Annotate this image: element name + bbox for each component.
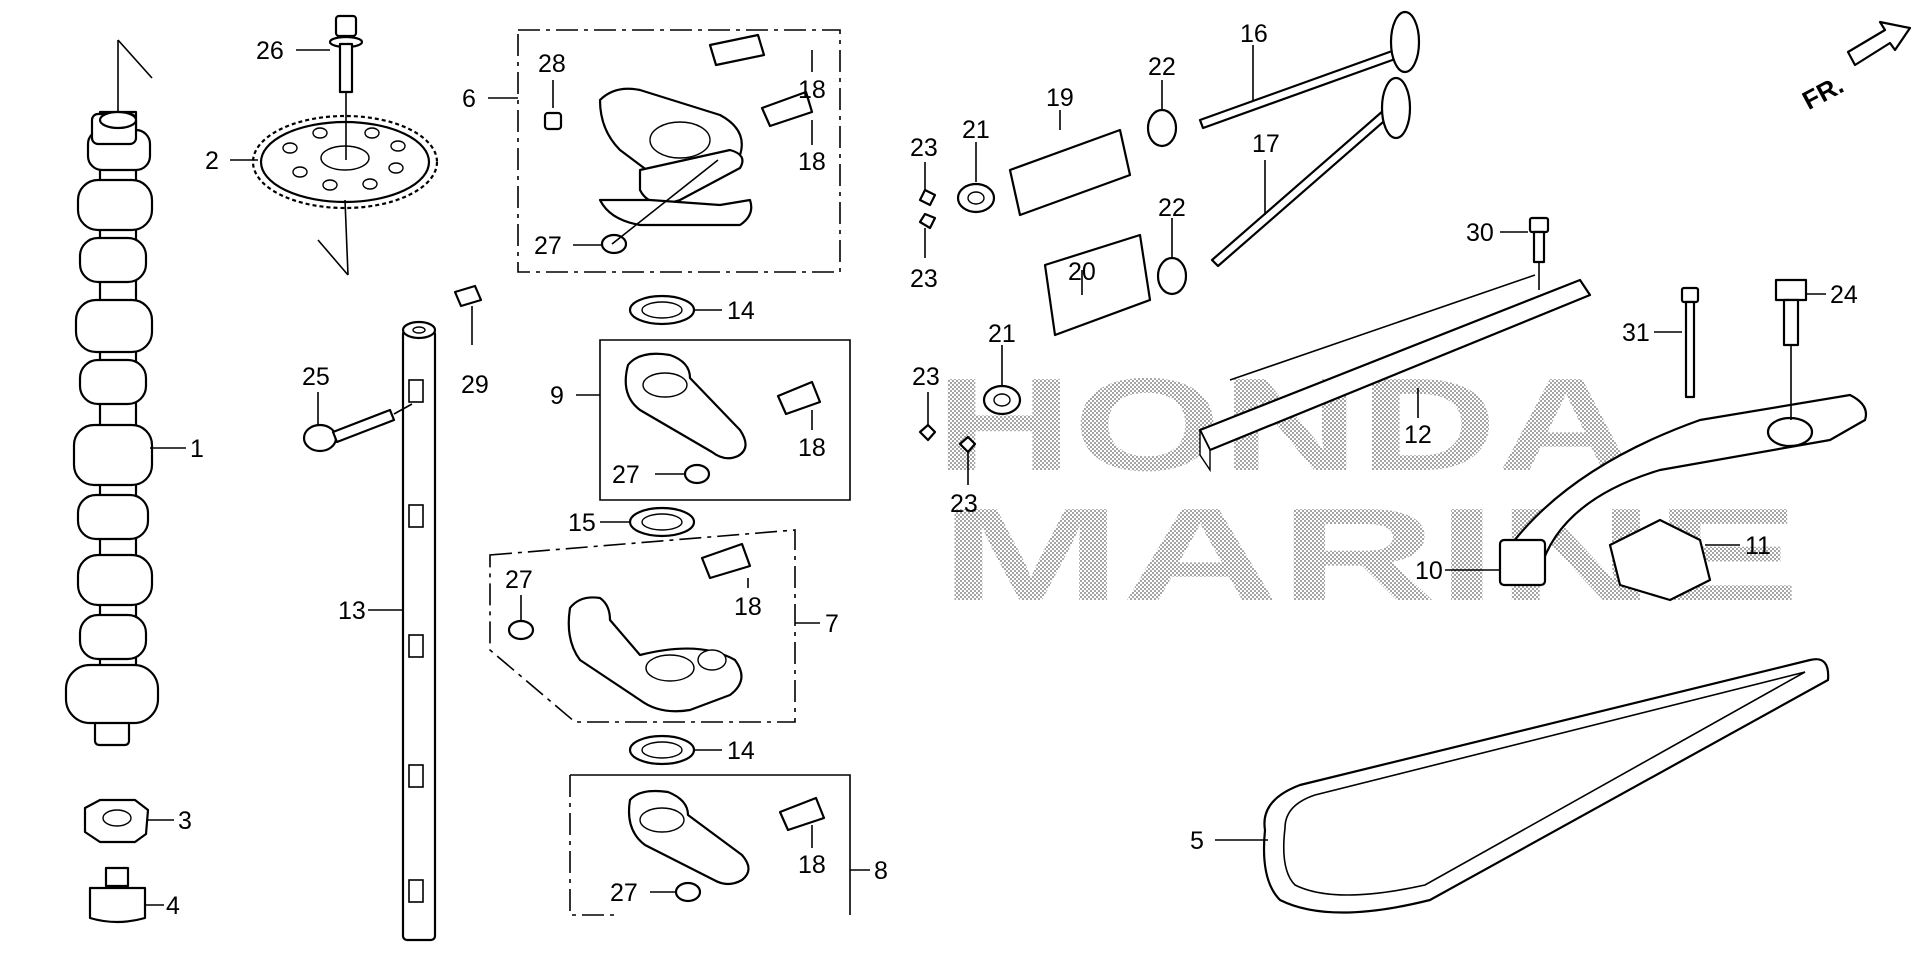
callout-18-a: 18 (798, 76, 826, 104)
callout-10: 10 (1415, 557, 1443, 585)
callout-7: 7 (825, 610, 839, 638)
callout-27-c: 27 (505, 566, 533, 594)
callout-3: 3 (178, 807, 192, 835)
callout-18-e: 18 (798, 851, 826, 879)
callout-26: 26 (256, 37, 284, 65)
callout-27-a: 27 (534, 232, 562, 260)
watermark-line1: HONDA (935, 351, 1635, 498)
callout-14-upper: 14 (727, 297, 755, 325)
rocker-arm-assembly-9 (599, 339, 851, 501)
sprocket-bolt (328, 14, 364, 160)
callout-12: 12 (1404, 421, 1432, 449)
front-direction-label: FR. (1797, 69, 1848, 115)
callout-11: 11 (1745, 532, 1771, 560)
chain-guide (1198, 216, 1592, 473)
callout-18-c: 18 (798, 434, 826, 462)
callout-23-d: 23 (950, 490, 978, 518)
callout-28: 28 (538, 50, 566, 78)
callout-6: 6 (462, 85, 476, 113)
callout-19: 19 (1046, 84, 1074, 112)
valve-train (918, 108, 1188, 454)
callout-18-d: 18 (734, 593, 762, 621)
callout-2: 2 (205, 147, 219, 175)
callout-18-b: 18 (798, 148, 826, 176)
callout-8: 8 (874, 857, 888, 885)
valves (1198, 10, 1421, 268)
callout-20: 20 (1068, 258, 1096, 286)
spacer-washers (628, 294, 696, 766)
callout-25: 25 (302, 363, 330, 391)
callout-27-b: 27 (612, 461, 640, 489)
timing-chain (1262, 658, 1830, 914)
rocker-arm-assembly-7 (489, 529, 796, 723)
callout-5: 5 (1190, 827, 1204, 855)
callouts: 1 2 3 4 5 6 7 8 9 10 11 12 13 14 14 15 1… (145, 20, 1858, 920)
callout-13: 13 (338, 597, 366, 625)
callout-23-b: 23 (910, 265, 938, 293)
front-direction-marker: FR. (1797, 20, 1912, 116)
callout-16: 16 (1240, 20, 1268, 48)
callout-27-d: 27 (610, 879, 638, 907)
callout-22-b: 22 (1158, 194, 1186, 222)
rocker-arm-assembly-6 (517, 29, 841, 273)
cam-sprocket (251, 114, 439, 276)
callout-17: 17 (1252, 130, 1280, 158)
callout-14-lower: 14 (727, 737, 755, 765)
shaft-bolt (302, 403, 413, 453)
callout-22-a: 22 (1148, 53, 1176, 81)
cam-end-plug (88, 866, 147, 924)
callout-1: 1 (190, 435, 204, 463)
chain-tensioner (1498, 278, 1868, 602)
callout-29: 29 (461, 371, 489, 399)
dowel-pin (453, 284, 483, 308)
rocker-shaft (401, 320, 437, 942)
callout-9: 9 (550, 382, 564, 410)
callout-23-c: 23 (912, 363, 940, 391)
callout-21-a: 21 (962, 116, 990, 144)
callout-31: 31 (1622, 319, 1650, 347)
callout-4: 4 (166, 892, 180, 920)
callout-15: 15 (568, 509, 596, 537)
callout-21-b: 21 (988, 320, 1016, 348)
callout-23-a: 23 (910, 134, 938, 162)
callout-30: 30 (1466, 219, 1494, 247)
thrust-plate (83, 798, 150, 844)
callout-24: 24 (1830, 281, 1858, 309)
rocker-arm-assembly-8 (569, 774, 851, 916)
camshaft (64, 39, 160, 747)
